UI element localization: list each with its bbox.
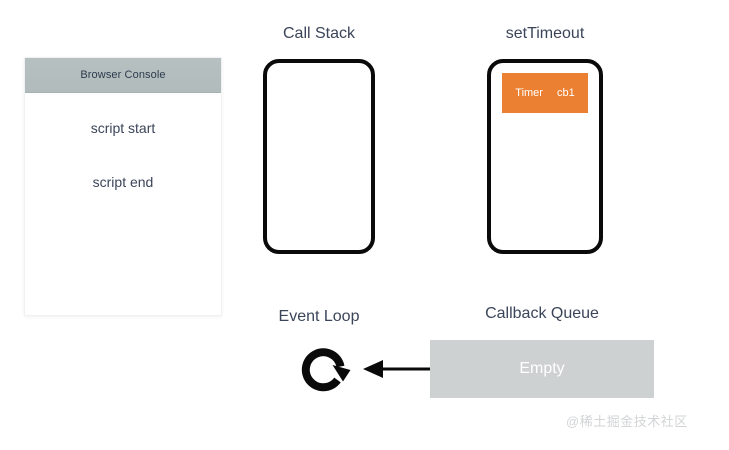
timer-task-callback: cb1 — [556, 86, 575, 99]
callback-queue-status: Empty — [519, 360, 565, 377]
call-stack-box — [263, 59, 375, 254]
set-timeout-title: setTimeout — [505, 25, 585, 42]
callback-queue-box: Empty — [430, 340, 654, 398]
timer-task-kind: Timer — [515, 86, 543, 99]
set-timeout-box: Timer cb1 — [487, 59, 603, 254]
circular-arrow-icon — [301, 348, 351, 392]
browser-console-panel: Browser Console script start script end — [24, 57, 222, 316]
left-arrow-icon — [363, 360, 432, 378]
console-log-line: script end — [92, 174, 154, 190]
timer-task-item: Timer cb1 — [502, 73, 588, 113]
browser-console-output: script start script end — [25, 93, 221, 189]
callback-queue-title: Callback Queue — [485, 305, 599, 322]
event-loop-title: Event Loop — [278, 308, 360, 325]
watermark: @稀土掘金技术社区 — [566, 414, 688, 429]
browser-console-title: Browser Console — [80, 69, 166, 81]
console-log-line: script start — [90, 120, 156, 136]
call-stack-title: Call Stack — [282, 25, 356, 42]
browser-console-header: Browser Console — [25, 58, 221, 93]
